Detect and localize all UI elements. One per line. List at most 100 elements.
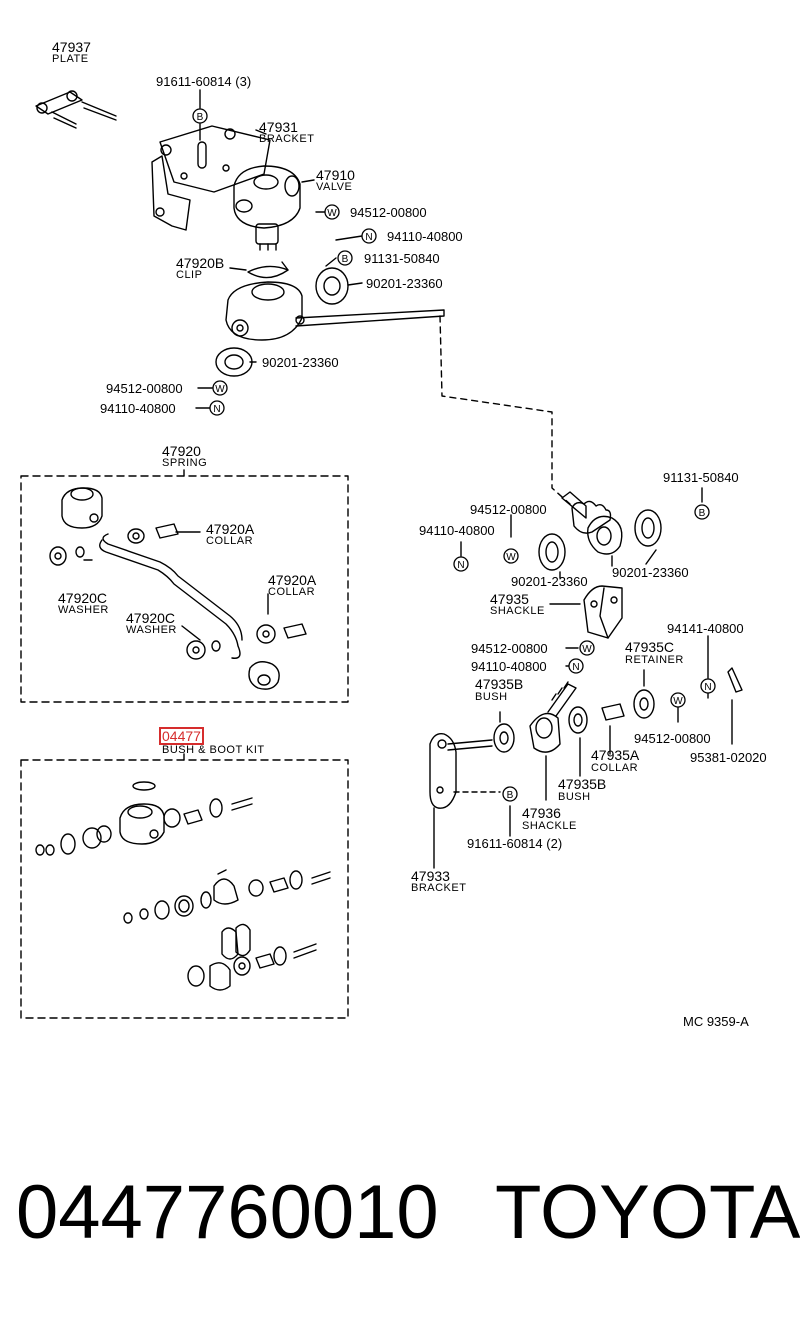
gasket-upper-drawing [315,267,349,305]
valve-number: 47910 [316,167,355,183]
spring-drawing [49,487,307,690]
nut-symbol [361,228,377,244]
retainer-number: 47935C [625,639,675,655]
washer-symbol [579,640,595,656]
svg-text:W: W [506,552,516,563]
lower-shackle-drawing [493,681,625,753]
bush-lower-number: 47935B [558,776,607,792]
gasket-right-a-drawing [538,533,566,571]
washer-d-number: 94512-00800 [471,641,548,656]
svg-text:N: N [457,560,464,571]
bush-upper-number: 47935B [475,676,524,692]
retainer-drawing [633,689,655,719]
footer-brand: TOYOTA [495,1170,800,1255]
washer-a-number: 94512-00800 [350,205,427,220]
nut-e-number: 94141-40800 [667,621,744,636]
bracket-47933-drawing [429,733,501,809]
nut-d-number: 94110-40800 [471,659,547,674]
shackle-lower-number: 47936 [522,805,561,821]
bolt-top-number: 91611-60814 (3) [156,74,252,89]
collar-b-name: COLLAR [268,586,316,598]
bolt-symbol [502,786,518,802]
spring-number: 47920 [162,443,201,459]
washer-left-number: 47920C [58,590,108,606]
kit-name: BUSH & BOOT KIT [162,744,265,756]
kit-box-frame [20,759,349,1019]
washer-mid-name: WASHER [126,624,177,636]
spring-name: SPRING [162,457,208,469]
shackle-upper-name: SHACKLE [490,605,545,617]
collar-b-number: 47920A [268,572,317,588]
plate-47937-drawing [35,90,117,129]
gasket-c-number: 90201-23360 [511,574,588,589]
figure-code: MC 9359-A [683,1014,749,1029]
svg-text:W: W [673,696,683,707]
washer-left-name: WASHER [58,604,109,616]
svg-text:N: N [213,404,220,415]
nut-symbol [700,678,716,694]
washer-e-number: 94512-00800 [634,731,711,746]
svg-text:B: B [197,112,204,123]
bush-upper-name: BUSH [475,691,508,703]
valve-name: VALVE [316,181,353,193]
shackle-47935-drawing [583,585,623,639]
plate-number: 47937 [52,39,91,55]
nut-c-number: 94110-40800 [419,523,495,538]
valve-body-lower-drawing [225,281,445,341]
washer-mid-number: 47920C [126,610,176,626]
washer-symbol [503,548,519,564]
gasket-b-number: 90201-23360 [262,355,339,370]
svg-text:N: N [365,232,372,243]
svg-text:B: B [507,790,514,801]
hardware-symbol-letters: B W N B W N B W N W N N W B [197,112,712,801]
retainer-name: RETAINER [625,654,684,666]
svg-text:B: B [699,508,706,519]
washer-symbol [324,204,340,220]
shackle-lower-name: SHACKLE [522,820,577,832]
pin-number: 95381-02020 [690,750,767,765]
nut-symbol [453,556,469,572]
clip-number: 47920B [176,255,225,271]
svg-text:W: W [215,384,225,395]
clip-name: CLIP [176,269,203,281]
gasket-d-number: 90201-23360 [612,565,689,580]
bolt-b-number: 91131-50840 [364,251,440,266]
hardware-symbols [192,108,716,802]
gasket-lower-drawing [215,347,253,377]
bolt-symbol [694,504,710,520]
svg-text:B: B [342,254,349,265]
gasket-right-b-drawing [634,509,662,547]
bolt-symbol [337,250,353,266]
gasket-a-number: 90201-23360 [366,276,443,291]
collar-c-number: 47935A [591,747,640,763]
washer-symbol [670,692,686,708]
bracket-number: 47931 [259,119,298,135]
bolt-symbol [192,108,208,124]
collar-a-name: COLLAR [206,535,254,547]
clip-47920b-drawing [247,261,289,279]
valve-47910-drawing [233,165,301,251]
kit-number[interactable]: 04477 [159,727,204,745]
svg-text:W: W [327,208,337,219]
footer-part-number: 0447760010 [16,1170,439,1255]
kit-parts-drawing [35,781,331,991]
bracket-47931-drawing [151,125,271,231]
nut-symbol [568,658,584,674]
nut-b-number: 94110-40800 [100,401,176,416]
bush-lower-name: BUSH [558,791,591,803]
bolt-d-number: 91611-60814 (2) [467,836,563,851]
washer-c-number: 94512-00800 [470,502,547,517]
bracket-lower-name: BRACKET [411,882,467,894]
washer-symbol [212,380,228,396]
svg-text:N: N [572,662,579,673]
bolt-c-number: 91131-50840 [663,470,739,485]
bracket-lower-number: 47933 [411,868,450,884]
pin-drawing [727,667,743,745]
svg-text:N: N [704,682,711,693]
shackle-upper-number: 47935 [490,591,529,607]
bracket-name: BRACKET [259,133,315,145]
washer-b-number: 94512-00800 [106,381,183,396]
nut-symbol [209,400,225,416]
svg-text:W: W [582,644,592,655]
